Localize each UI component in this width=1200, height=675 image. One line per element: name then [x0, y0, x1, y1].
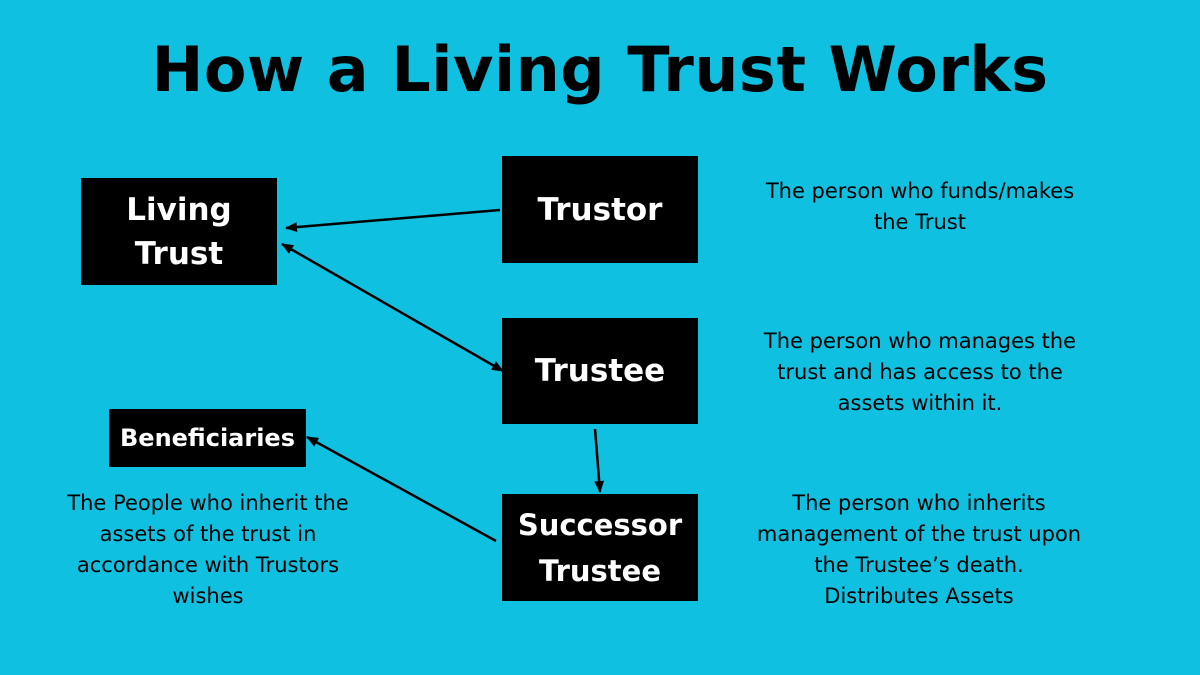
successor-trustee-description: The person who inherits management of th… [756, 491, 1082, 608]
trustor-description: The person who funds/makes the Trust [765, 179, 1075, 234]
trustee-description: The person who manages the trust and has… [763, 329, 1077, 415]
trustor-to-living-trust-arrow [285, 208, 501, 233]
successor-trustee-node: Successor Trustee [502, 494, 698, 601]
beneficiaries-node: Beneficiaries [109, 409, 306, 467]
trustor-label: Trustor [537, 191, 663, 228]
successor-trustee-to-beneficiaries-arrow [306, 435, 497, 543]
living-trust-label: Living Trust [126, 191, 232, 272]
living-trust-trustee-arrow [281, 242, 504, 373]
trustee-to-successor-trustee-arrow [593, 428, 605, 493]
beneficiaries-label: Beneficiaries [120, 424, 295, 452]
trustee-label: Trustee [534, 353, 666, 389]
beneficiaries-description: The People who inherit the assets of the… [67, 491, 349, 608]
diagram-title: How a Living Trust Works [151, 33, 1049, 106]
successor-trustee-label: Successor Trustee [517, 507, 683, 588]
trustee-node: Trustee [502, 318, 698, 424]
trustor-node: Trustor [502, 156, 698, 263]
living-trust-node: Living Trust [81, 178, 277, 285]
